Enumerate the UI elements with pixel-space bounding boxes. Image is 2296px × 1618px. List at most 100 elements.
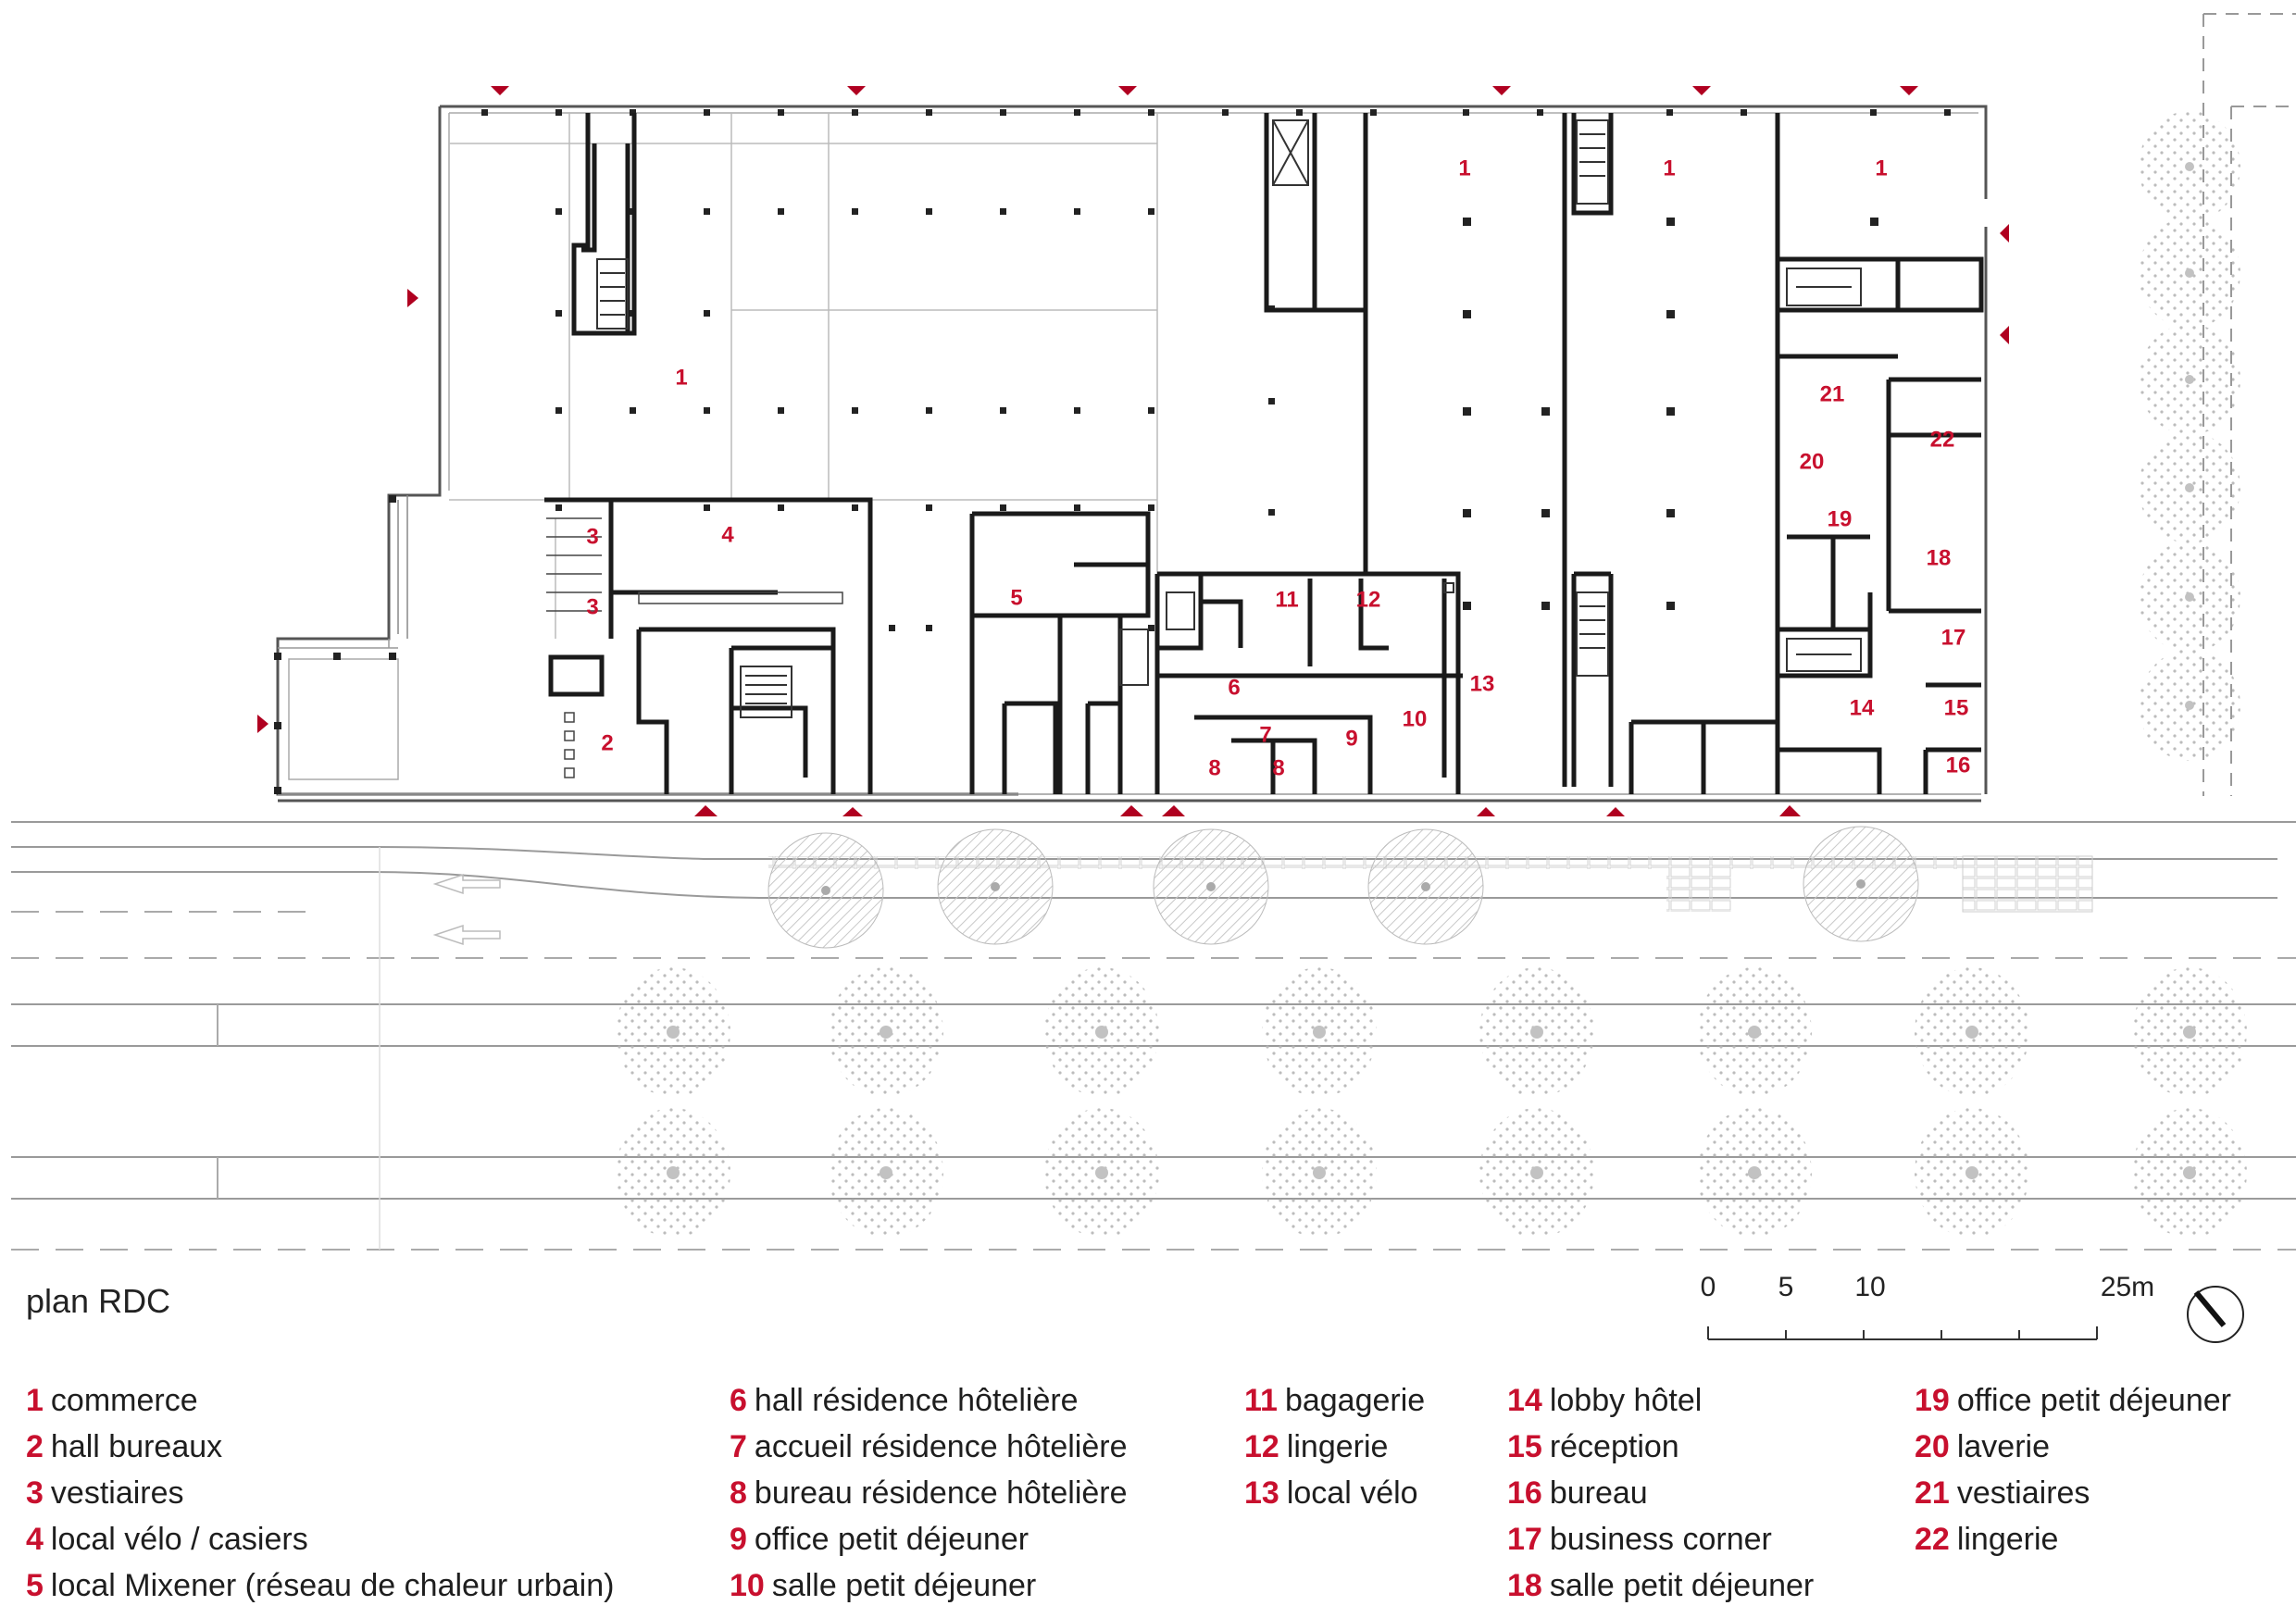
room-labels: 1 1 1 1 2 3 3 4 5 6 7 8 8 9 10 11 12 13 … xyxy=(586,156,1970,781)
north-arrow-icon xyxy=(2187,1286,2244,1343)
room-label: 22 xyxy=(1930,428,1955,453)
room-label: 11 xyxy=(1275,588,1298,613)
legend-label: salle petit déjeuner xyxy=(1549,1568,1815,1603)
street-area xyxy=(11,821,2296,1251)
legend-number: 4 xyxy=(26,1522,44,1557)
scale-tick-label: 0 xyxy=(1701,1272,1716,1302)
legend-label: lingerie xyxy=(1956,1522,2059,1557)
legend-label: vestiaires xyxy=(50,1475,184,1511)
legend-label: business corner xyxy=(1549,1522,1772,1557)
legend-label: bureau xyxy=(1549,1475,1648,1511)
scale-tick-label: 25m xyxy=(2101,1272,2154,1302)
legend-number: 18 xyxy=(1507,1568,1542,1603)
room-label: 2 xyxy=(601,731,613,756)
legend-label: laverie xyxy=(1956,1429,2050,1464)
room-label: 17 xyxy=(1941,626,1966,651)
legend-number: 14 xyxy=(1507,1383,1542,1418)
legend-number: 19 xyxy=(1915,1383,1950,1418)
legend-number: 21 xyxy=(1915,1475,1950,1511)
room-label: 9 xyxy=(1345,727,1357,752)
legend-number: 9 xyxy=(730,1522,747,1557)
legend-label: hall bureaux xyxy=(50,1429,223,1464)
room-label: 1 xyxy=(1458,156,1470,181)
room-label: 20 xyxy=(1800,450,1825,475)
room-label: 5 xyxy=(1010,586,1022,611)
room-label: 18 xyxy=(1927,546,1952,571)
legend-label: commerce xyxy=(50,1383,198,1418)
legend-label: office petit déjeuner xyxy=(1956,1383,2231,1418)
street-trees xyxy=(767,826,1919,949)
legend-number: 15 xyxy=(1507,1429,1542,1464)
room-label: 1 xyxy=(1875,156,1887,181)
room-label: 8 xyxy=(1208,756,1220,781)
room-label: 8 xyxy=(1272,756,1284,781)
legend-number: 16 xyxy=(1507,1475,1542,1511)
legend-label: office petit déjeuner xyxy=(754,1522,1029,1557)
room-label: 6 xyxy=(1228,676,1240,701)
legend-number: 13 xyxy=(1244,1475,1279,1511)
legend-label: local vélo / casiers xyxy=(50,1522,308,1557)
legend-number: 2 xyxy=(26,1429,44,1464)
legend-label: bagagerie xyxy=(1284,1383,1426,1418)
room-label: 14 xyxy=(1850,696,1875,721)
room-label: 12 xyxy=(1356,588,1381,613)
legend-number: 10 xyxy=(730,1568,765,1603)
legend-number: 17 xyxy=(1507,1522,1542,1557)
room-label: 1 xyxy=(675,366,687,391)
legend-number: 8 xyxy=(730,1475,747,1511)
legend-number: 7 xyxy=(730,1429,747,1464)
room-label: 3 xyxy=(586,525,598,550)
room-label: 1 xyxy=(1663,156,1675,181)
legend-label: salle petit déjeuner xyxy=(771,1568,1037,1603)
legend-label: local vélo xyxy=(1286,1475,1418,1511)
room-label: 10 xyxy=(1403,707,1428,732)
legend-label: bureau résidence hôtelière xyxy=(754,1475,1128,1511)
entrance-markers xyxy=(257,86,2009,816)
legend-number: 22 xyxy=(1915,1522,1950,1557)
scale-tick-label: 5 xyxy=(1778,1272,1794,1302)
room-label: 15 xyxy=(1944,696,1969,721)
room-label: 21 xyxy=(1820,382,1845,407)
room-label: 7 xyxy=(1259,723,1271,748)
legend-label: lingerie xyxy=(1286,1429,1389,1464)
legend-label: hall résidence hôtelière xyxy=(754,1383,1079,1418)
scale-tick-label: 10 xyxy=(1854,1272,1885,1302)
building xyxy=(274,105,1988,803)
legend-label: vestiaires xyxy=(1956,1475,2090,1511)
legend-number: 20 xyxy=(1915,1429,1950,1464)
dotted-planting xyxy=(616,111,2247,1238)
legend-label: lobby hôtel xyxy=(1549,1383,1703,1418)
legend-label: local Mixener (réseau de chaleur urbain) xyxy=(50,1568,615,1603)
legend-number: 6 xyxy=(730,1383,747,1418)
drawing-title: plan RDC xyxy=(26,1282,171,1320)
room-label: 3 xyxy=(586,595,598,620)
legend-label: réception xyxy=(1549,1429,1679,1464)
legend-number: 1 xyxy=(26,1383,44,1418)
room-label: 4 xyxy=(721,523,734,548)
